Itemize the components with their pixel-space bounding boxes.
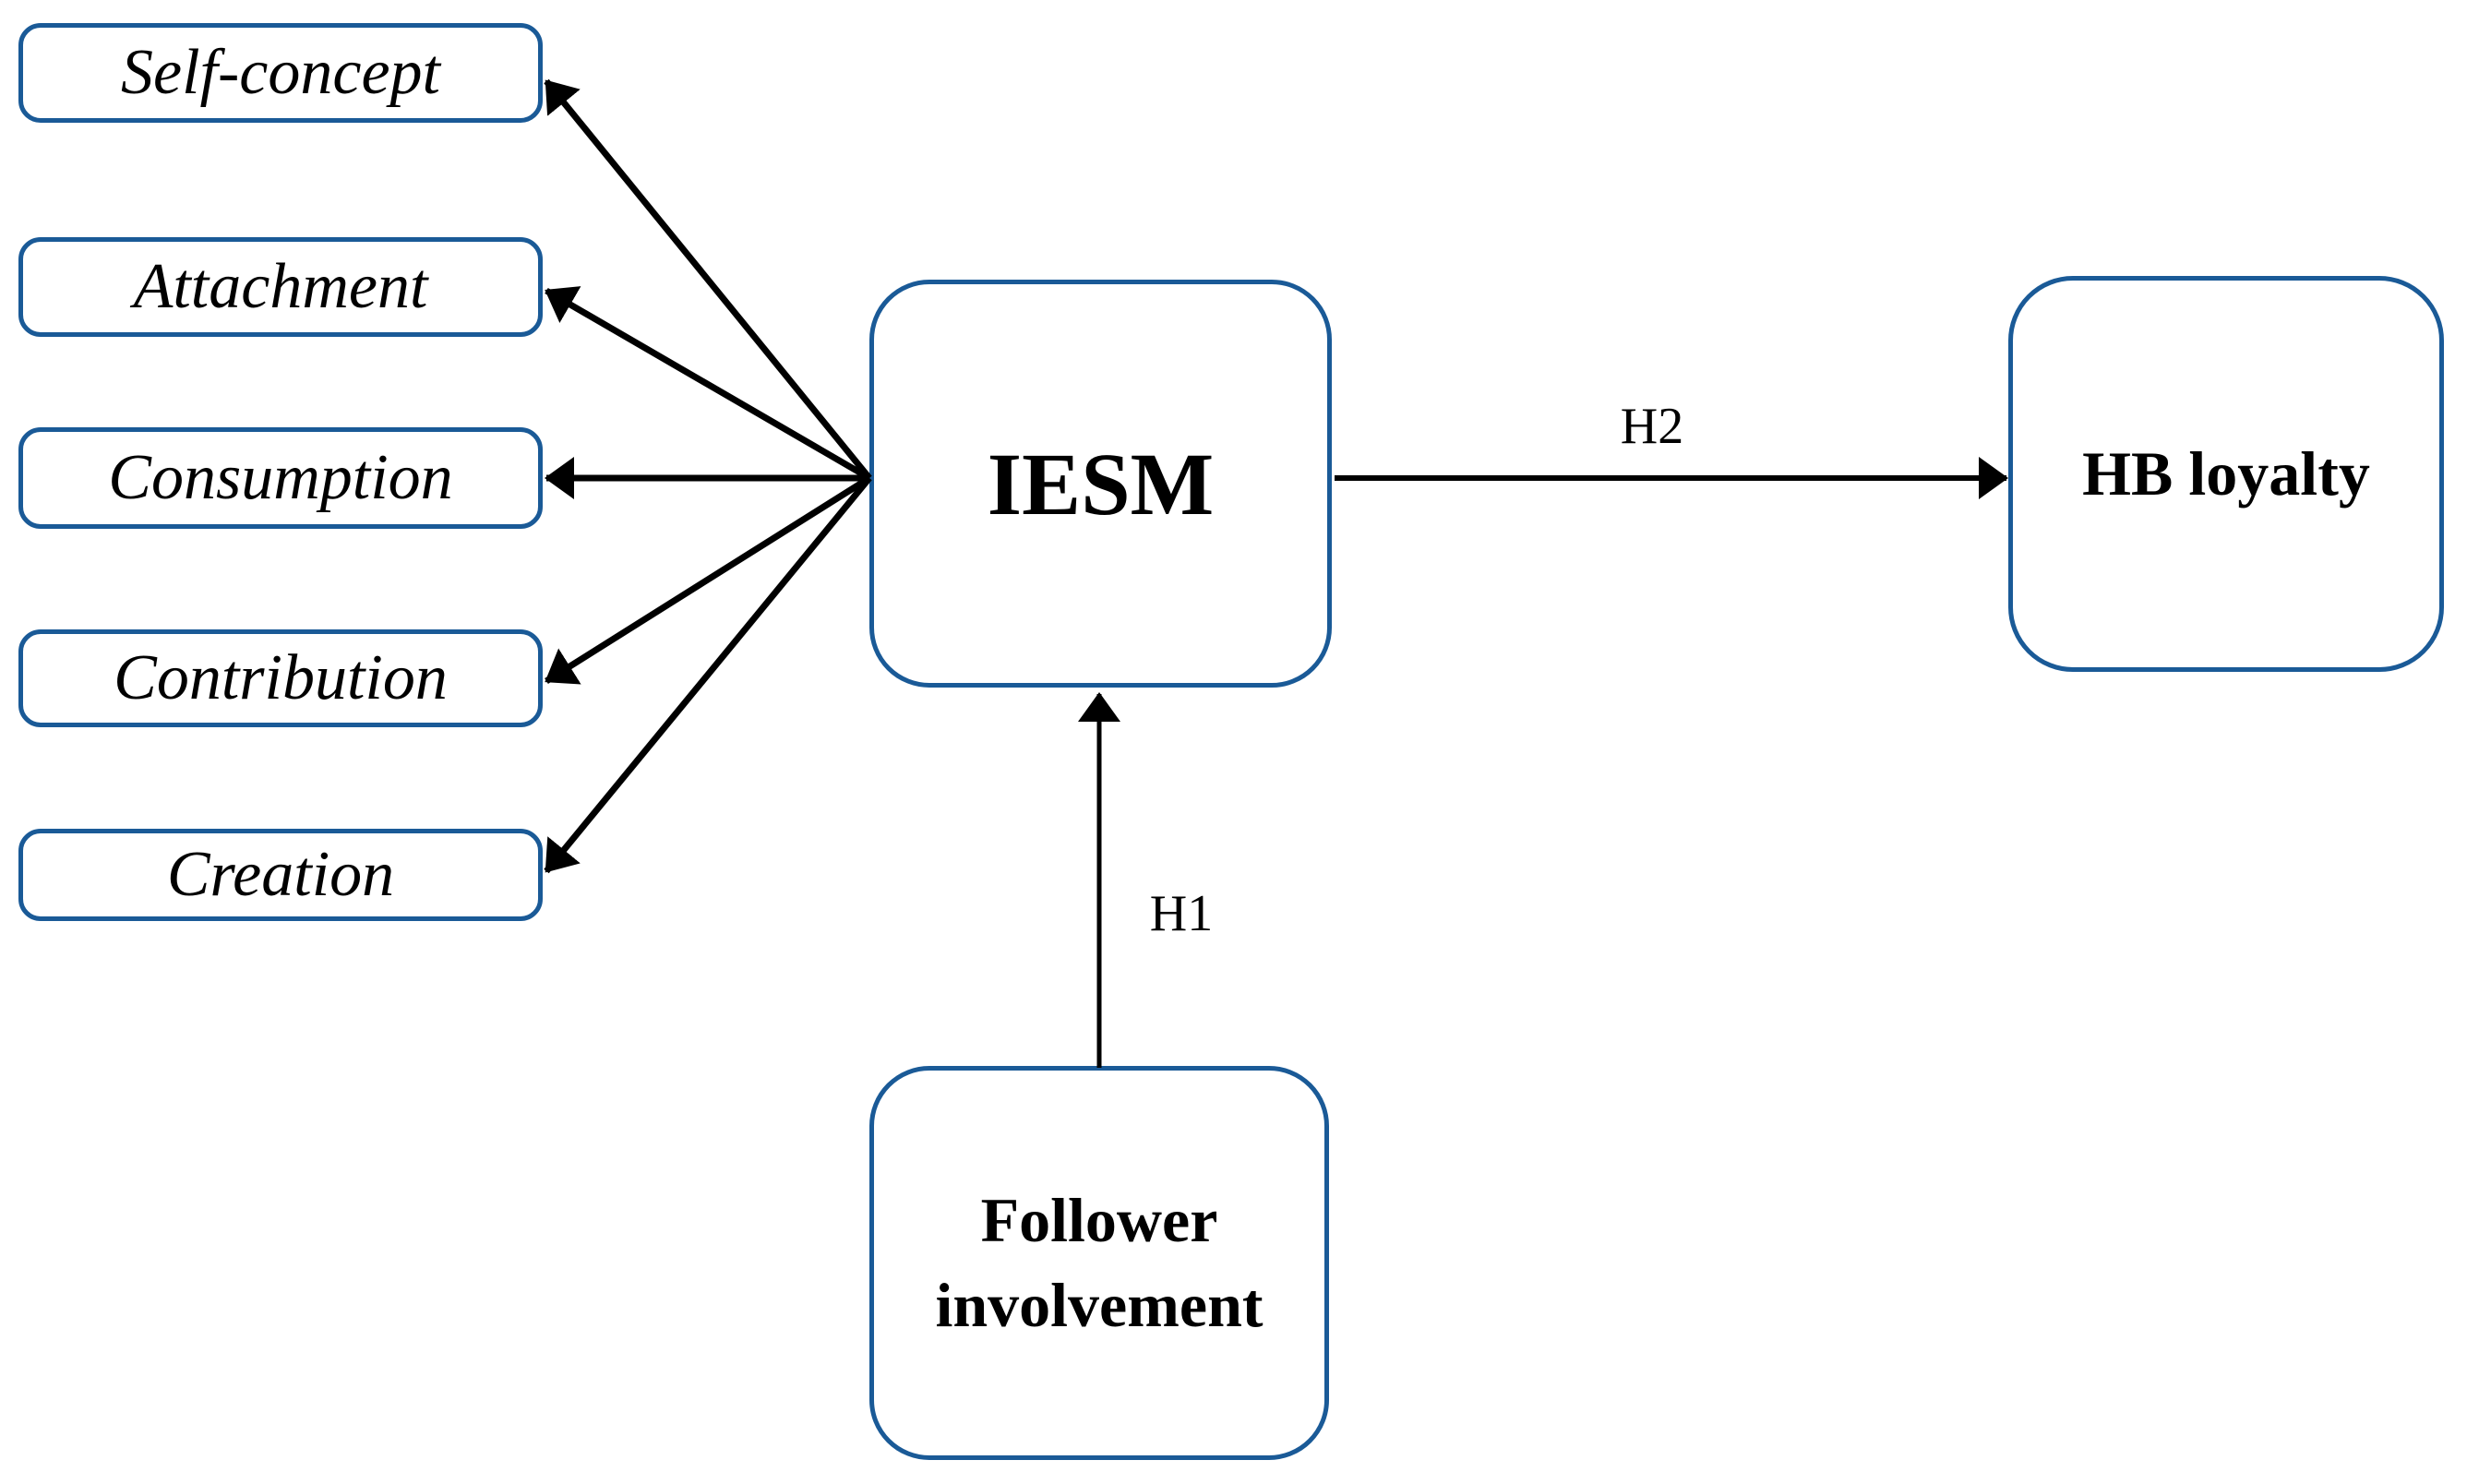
node-consumption-label: Consumption [108, 442, 453, 513]
node-iesm-label: IESM [987, 434, 1215, 533]
arrow-iesm-to-attachment [545, 286, 871, 482]
node-contribution-label: Contribution [114, 642, 448, 713]
arrow-iesm-to-contribution [545, 475, 871, 685]
arrow-iesm-to-self-concept [544, 78, 872, 481]
node-hb-loyalty: HB loyalty [2008, 276, 2444, 672]
node-attachment-label: Attachment [133, 251, 428, 322]
node-creation: Creation [18, 829, 543, 921]
hypothesis-h1-label: H1 [1149, 885, 1214, 942]
hypothesis-h2-label: H2 [1620, 398, 1684, 455]
node-creation-label: Creation [166, 839, 395, 910]
arrow-iesm-to-creation [544, 475, 872, 874]
node-attachment: Attachment [18, 237, 543, 337]
node-self-concept-label: Self-concept [121, 37, 440, 108]
node-self-concept: Self-concept [18, 23, 543, 123]
node-iesm: IESM [869, 280, 1332, 688]
node-consumption: Consumption [18, 427, 543, 529]
node-follower-involvement: Follower involvement [869, 1066, 1329, 1460]
node-hb-loyalty-label: HB loyalty [2082, 438, 2370, 509]
node-follower-involvement-label: Follower involvement [935, 1184, 1263, 1340]
node-contribution: Contribution [18, 629, 543, 727]
